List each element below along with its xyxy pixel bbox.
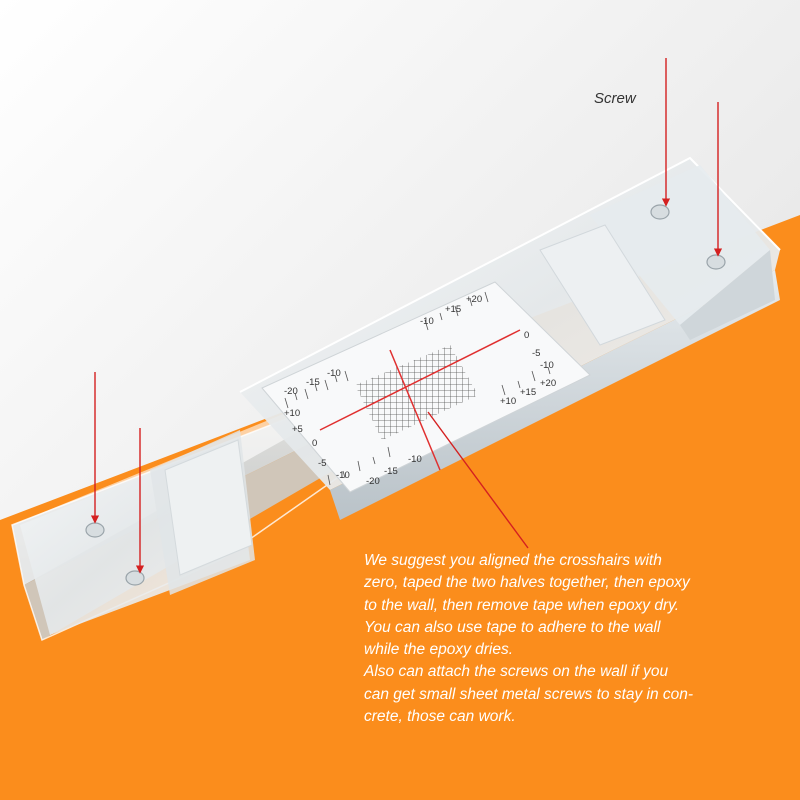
scale-label: -10: [540, 360, 554, 371]
crosshair-scale-window: -20 -15 -10 +10 +5 0 -5 -10 -20 -15 -10 …: [261, 281, 591, 493]
caption-line: crete, those can work.: [364, 708, 516, 726]
screw-hole: [706, 254, 726, 270]
caption-line: You can also use tape to adhere to the w…: [364, 618, 661, 636]
screw-hole: [650, 204, 670, 220]
scale-label: +15: [445, 304, 461, 315]
screw-label: Screw: [594, 90, 636, 107]
scale-label: 0: [312, 438, 317, 449]
scale-label: +20: [466, 294, 482, 305]
scale-label: -15: [306, 377, 320, 388]
scale-label: 0: [524, 330, 529, 341]
caption-line: zero, taped the two halves together, the…: [364, 574, 690, 592]
scale-label: -10: [336, 470, 350, 481]
caption-line: to the wall, then remove tape when epoxy…: [364, 596, 680, 614]
instruction-caption: We suggest you aligned the crosshairs wi…: [364, 550, 784, 728]
scale-label: -10: [420, 316, 434, 327]
scale-label: +10: [500, 396, 516, 407]
leader-line-crosshair: [427, 411, 529, 549]
scale-label: -5: [532, 348, 540, 359]
crosshair-vertical: [389, 349, 441, 471]
caption-line: We suggest you aligned the crosshairs wi…: [364, 552, 662, 569]
screw-hole: [85, 522, 105, 538]
scale-label: +10: [284, 408, 300, 419]
scale-label: -15: [384, 466, 398, 477]
measurement-grid: [355, 345, 478, 440]
scale-label: +5: [292, 424, 303, 435]
scale-label: -10: [327, 368, 341, 379]
scale-label: -5: [318, 458, 326, 469]
screw-holes: [85, 204, 726, 586]
scale-label: +15: [520, 387, 536, 398]
caption-line: can get small sheet metal screws to stay…: [364, 685, 694, 703]
crosshair-horizontal: [319, 329, 521, 431]
scale-label: -20: [284, 386, 298, 397]
scale-label: -20: [366, 476, 380, 487]
caption-line: while the epoxy dries.: [364, 641, 514, 659]
screw-hole: [125, 570, 145, 586]
scale-label: -10: [408, 454, 422, 465]
caption-line: Also can attach the screws on the wall i…: [364, 663, 669, 681]
scale-label: +20: [540, 378, 556, 389]
